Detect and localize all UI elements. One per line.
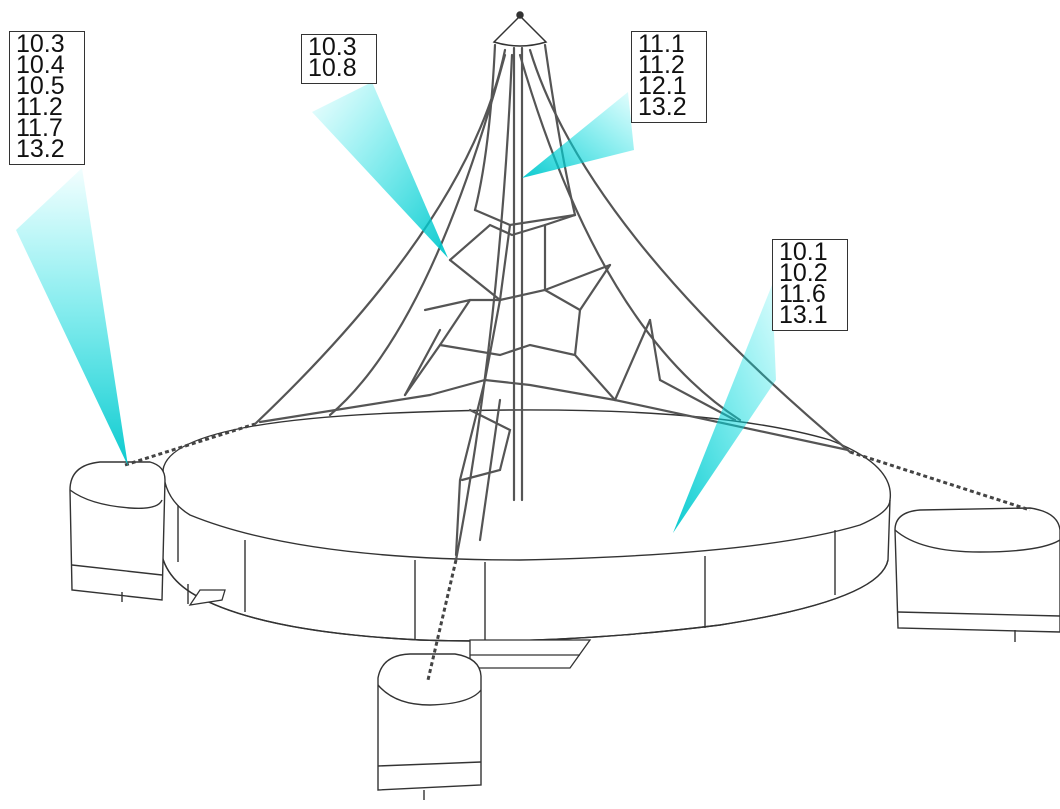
callout-box-right-top: 11.1 11.2 12.1 13.2 (631, 31, 707, 123)
callout-box-left: 10.3 10.4 10.5 11.2 11.7 13.2 (9, 31, 85, 165)
platform (159, 409, 891, 643)
anchor-block-front (377, 653, 482, 800)
callout-box-right: 10.1 10.2 11.6 13.1 (772, 239, 848, 331)
callout-label: 13.2 (16, 135, 65, 163)
pointer-right (673, 285, 776, 533)
callout-pointers (16, 82, 776, 533)
callout-label: 10.3 (308, 33, 357, 61)
callout-label: 11.1 (638, 30, 685, 58)
callout-label: 10.1 (779, 238, 828, 266)
callout-label: 13.1 (779, 301, 828, 329)
pointer-top (312, 82, 448, 258)
callout-label: 11.2 (638, 51, 685, 79)
callout-label: 10.5 (16, 72, 65, 100)
pointer-right-top (522, 92, 634, 178)
callout-label: 12.1 (638, 72, 687, 100)
anchor-block-left (69, 461, 189, 604)
callout-label: 10.2 (779, 259, 828, 287)
chains (124, 422, 1031, 681)
callout-label: 10.3 (16, 30, 65, 58)
rope-net (253, 43, 852, 562)
cone-top (492, 11, 548, 47)
callout-label: 11.2 (16, 93, 63, 121)
callout-label: 11.6 (779, 280, 826, 308)
anchor-block-right (894, 507, 1060, 642)
callout-label: 13.2 (638, 93, 687, 121)
pointer-left (16, 168, 128, 466)
callout-label: 10.4 (16, 51, 65, 79)
callout-label: 11.7 (16, 114, 63, 142)
callout-box-top: 10.3 10.8 (301, 34, 377, 84)
callout-label: 10.8 (308, 54, 357, 82)
